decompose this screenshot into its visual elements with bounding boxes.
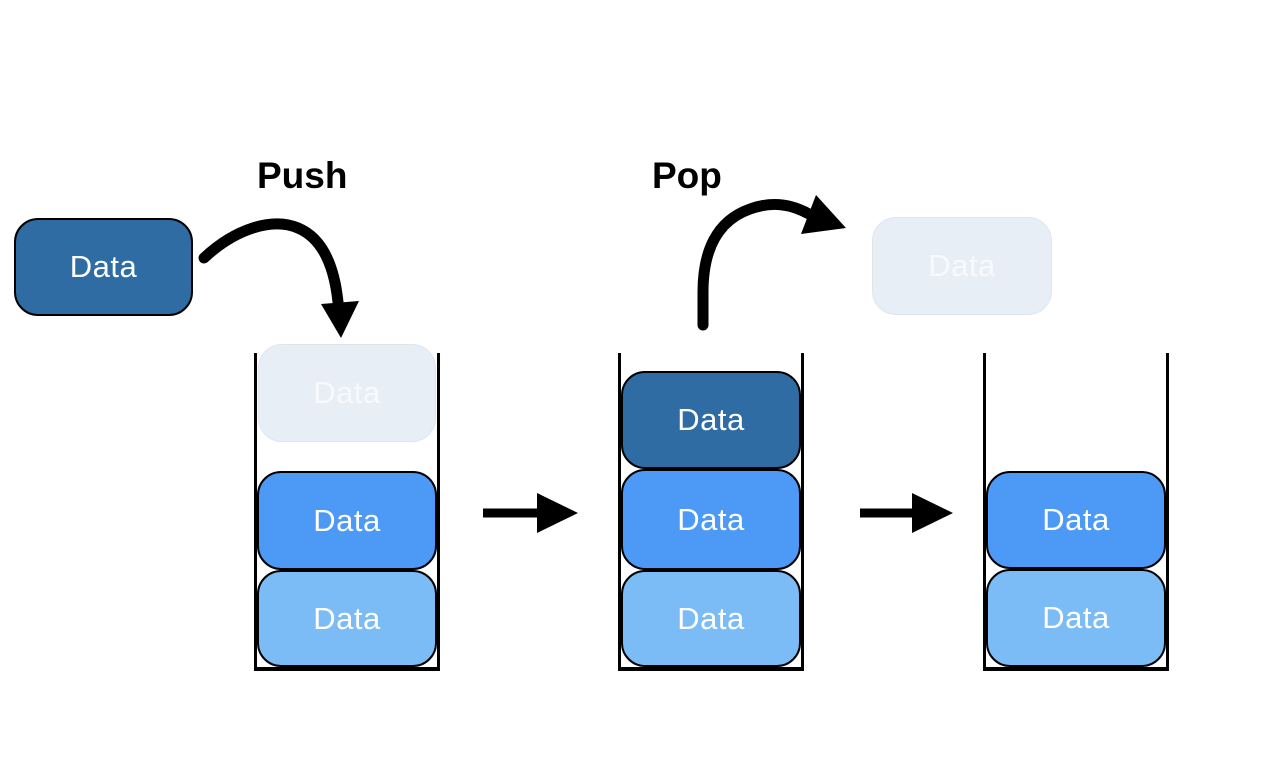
stack-container-after-pop <box>983 353 1169 671</box>
stack3-item-medium: Data <box>986 471 1166 569</box>
stack1-item-ghost: Data <box>258 344 436 442</box>
pop-label: Pop <box>652 155 722 196</box>
stack-container-after-push <box>618 353 804 671</box>
transition-arrow-1-head-icon <box>537 493 578 533</box>
stack2-item-medium: Data <box>621 469 801 570</box>
stack1-item-light: Data <box>257 570 437 667</box>
stack3-item-light: Data <box>986 569 1166 667</box>
stack-container-before-push <box>254 353 440 671</box>
incoming-data-box: Data <box>14 218 193 316</box>
transition-arrow-2-head-icon <box>912 493 953 533</box>
pop-arrow-head-icon <box>801 195 846 234</box>
stack1-item-medium: Data <box>257 471 437 570</box>
push-arrow <box>198 218 344 308</box>
stack2-item-light: Data <box>621 570 801 667</box>
push-label: Push <box>257 155 348 196</box>
popped-data-box: Data <box>872 217 1052 315</box>
stack2-item-dark: Data <box>621 371 801 469</box>
push-arrow-head-icon <box>321 301 359 338</box>
pop-arrow <box>697 198 815 331</box>
